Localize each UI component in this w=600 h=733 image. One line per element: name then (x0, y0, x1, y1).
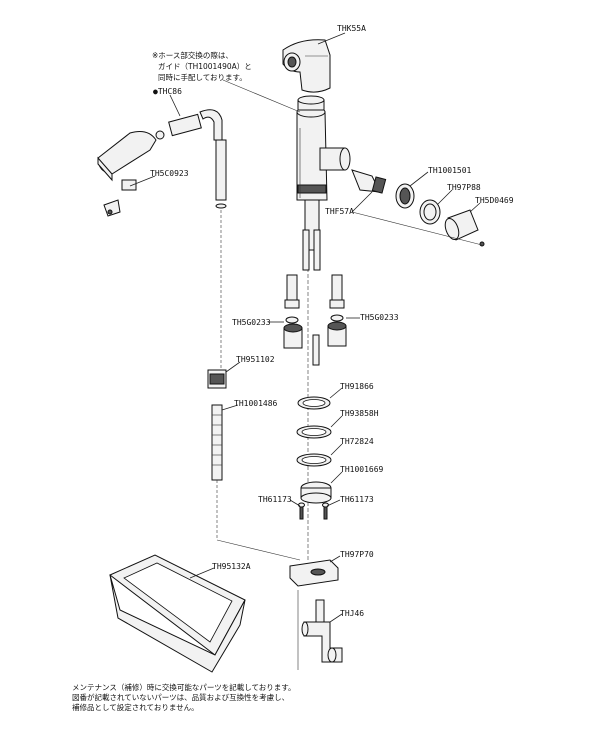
nut-th1001669-part (300, 481, 332, 504)
leader-th61173-right (326, 499, 341, 507)
washer-th72824-part (296, 453, 332, 467)
leader-th1001486 (221, 404, 239, 411)
leader-th61173-left (289, 499, 301, 507)
leader-thf57a (351, 191, 373, 213)
base-plate-th97p70-part (289, 559, 339, 587)
ring-th1001501-part (395, 183, 415, 209)
hose-note-line2: ガイド（TH1001490A）と (158, 61, 252, 71)
leader-th1001669 (330, 471, 343, 484)
label-th5c0923: TH5C0923 (150, 169, 189, 178)
label-th1001501: TH1001501 (428, 166, 472, 175)
leader-th93858h (330, 415, 343, 428)
label-th93858h: TH93858H (340, 409, 379, 418)
washer-th91866-part (297, 396, 331, 410)
hose-note-line3: 同時に手配しております。 (158, 72, 247, 82)
guide-to-base (216, 539, 301, 561)
footer-note-line3: 補修品として設定されておりません。 (72, 702, 199, 712)
leader-th1001501 (409, 171, 429, 187)
tray-th95132a-part (109, 554, 246, 673)
shower-holder-th5c0923-part (103, 179, 137, 217)
leader-th97p70 (329, 555, 341, 563)
label-th5g0233-right: TH5G0233 (360, 313, 399, 322)
hose-connector-thc86-part (168, 109, 223, 141)
hose-to-body-line (222, 79, 301, 113)
hose-segment (215, 139, 227, 201)
label-thj46: THJ46 (340, 609, 364, 618)
label-th95132a: TH95132A (212, 562, 251, 571)
leader-th95132a (189, 567, 215, 579)
leader-th91866 (329, 387, 343, 399)
label-th72824: TH72824 (340, 437, 374, 446)
footer-note-line2: 図番が記載されていないパーツは、品質および互換性を考慮し、 (72, 692, 289, 702)
label-thc86: ●THC86 (153, 87, 182, 96)
hose-note-line1: ※ホース部交換の際は、 (152, 50, 233, 60)
label-thk55a: THK55A (337, 24, 366, 33)
fitting-left-th5g0233-part (283, 274, 303, 349)
label-th97p88: TH97P88 (447, 183, 481, 192)
supply-tube-lower (312, 334, 320, 366)
shower-head-part (97, 131, 157, 182)
hose-ring (215, 203, 227, 209)
label-th1001669: TH1001669 (340, 465, 384, 474)
faucet-body-part (296, 95, 351, 201)
leader-thc86 (169, 94, 181, 117)
nut-th951102-part (207, 369, 227, 389)
cartridge-thf57a-part (351, 169, 387, 194)
label-th61173-left: TH61173 (258, 495, 292, 504)
cartridge-assembly-line (351, 211, 483, 246)
supply-tube-right (313, 229, 321, 271)
oring-small (155, 130, 165, 140)
label-thf57a: THF57A (325, 207, 354, 216)
label-th5d0469: TH5D0469 (475, 196, 514, 205)
spout-head-part (282, 39, 331, 93)
label-th5g0233-left: TH5G0233 (232, 318, 271, 327)
washer-th93858h-part (296, 425, 332, 439)
leader-th951102 (225, 361, 241, 373)
leader-th97p88 (437, 189, 453, 205)
leader-thk55a (317, 32, 346, 45)
spring-th1001486-part (211, 404, 223, 481)
leader-thj46 (329, 613, 343, 623)
handle-th5d0469-part (444, 209, 485, 247)
label-th951102: TH951102 (236, 355, 275, 364)
nut-th97p88-part (419, 199, 441, 225)
leader-th72824 (330, 443, 343, 456)
supply-tube-left (302, 229, 310, 271)
fitting-right-th5g0233-part (327, 274, 347, 347)
label-th61173-right: TH61173 (340, 495, 374, 504)
connector-thj46-part (301, 599, 343, 663)
label-th97p70: TH97P70 (340, 550, 374, 559)
leader-th5c0923 (129, 175, 156, 187)
label-th1001486: TH1001486 (234, 399, 278, 408)
label-th91866: TH91866 (340, 382, 374, 391)
footer-note-line1: メンテナンス（補修）時に交換可能なパーツを記載しております。 (72, 682, 296, 692)
leader-th5d0469 (469, 202, 481, 213)
